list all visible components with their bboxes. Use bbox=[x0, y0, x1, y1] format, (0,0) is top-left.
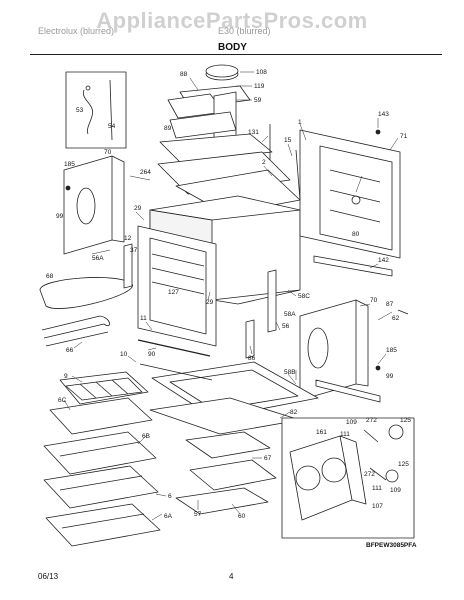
callout-99-right: 99 bbox=[386, 373, 394, 380]
callout-70-left: 70 bbox=[104, 149, 112, 156]
callout-29-top: 29 bbox=[134, 205, 142, 212]
rear-panel bbox=[299, 129, 401, 259]
convection-fan-inset bbox=[281, 417, 415, 539]
callout-272-top: 272 bbox=[366, 417, 377, 424]
callout-272-bottom: 272 bbox=[364, 471, 375, 478]
callout-142: 142 bbox=[378, 257, 389, 264]
callout-56: 56 bbox=[282, 323, 290, 330]
callout-58C: 58C bbox=[298, 293, 310, 300]
callout-6B: 6B bbox=[142, 433, 150, 440]
callout-6C: 6C bbox=[58, 397, 67, 404]
callout-90: 90 bbox=[148, 351, 156, 358]
callout-111-bottom: 111 bbox=[372, 485, 382, 492]
callout-82: 82 bbox=[290, 409, 298, 416]
leader-lines bbox=[63, 71, 399, 521]
callout-58B: 58B bbox=[284, 369, 296, 376]
callout-161: 161 bbox=[316, 429, 327, 436]
callout-62: 62 bbox=[392, 315, 400, 322]
callout-58A: 58A bbox=[284, 311, 296, 318]
front-frame bbox=[137, 225, 217, 347]
footer-date: 06/13 bbox=[38, 572, 59, 581]
section-title: BODY bbox=[218, 42, 247, 53]
callout-labels: 108 88 119 59 53 54 89 131 143 71 1 15 2… bbox=[46, 69, 411, 520]
callout-67: 67 bbox=[264, 455, 272, 462]
callout-11: 11 bbox=[140, 315, 147, 322]
callout-12: 12 bbox=[124, 235, 132, 242]
callout-66: 66 bbox=[66, 347, 74, 354]
callout-109-top: 109 bbox=[346, 419, 357, 426]
callout-6: 6 bbox=[168, 493, 172, 500]
left-side-panel bbox=[63, 155, 125, 255]
callout-15: 15 bbox=[284, 137, 292, 144]
callout-56A: 56A bbox=[92, 255, 104, 262]
misc-brackets bbox=[65, 124, 409, 403]
callout-127: 127 bbox=[168, 289, 179, 296]
callout-54: 54 bbox=[108, 123, 116, 130]
callout-143: 143 bbox=[378, 111, 389, 118]
callout-71: 71 bbox=[400, 133, 408, 140]
callout-87: 87 bbox=[386, 301, 394, 308]
wire-harness-inset bbox=[65, 71, 127, 149]
callout-111-top: 111 bbox=[340, 431, 350, 438]
broil-pan bbox=[59, 371, 149, 405]
callout-109-bottom: 109 bbox=[390, 487, 401, 494]
footer-page-number: 4 bbox=[229, 572, 234, 581]
callout-59: 59 bbox=[254, 97, 262, 104]
callout-185-right: 185 bbox=[386, 347, 397, 354]
callout-37: 37 bbox=[130, 247, 138, 254]
callout-107: 107 bbox=[372, 503, 383, 510]
callout-86: 86 bbox=[248, 355, 256, 362]
callout-70-right: 70 bbox=[370, 297, 378, 304]
callout-264: 264 bbox=[140, 169, 151, 176]
callout-1: 1 bbox=[298, 119, 302, 126]
header-rule bbox=[30, 54, 442, 55]
callout-108: 108 bbox=[256, 69, 267, 76]
callout-119: 119 bbox=[254, 83, 265, 90]
callout-6A: 6A bbox=[164, 513, 173, 520]
callout-68: 68 bbox=[46, 273, 54, 280]
diagram-code: BFPEW3085PFA bbox=[366, 542, 417, 549]
callout-125-top: 125 bbox=[400, 417, 411, 424]
callout-10: 10 bbox=[120, 351, 128, 358]
callout-53: 53 bbox=[76, 107, 84, 114]
callout-2: 2 bbox=[262, 159, 266, 166]
header-model-text: Electrolux (blurred) bbox=[38, 26, 115, 36]
callout-9: 9 bbox=[64, 373, 68, 380]
callout-99-top: 99 bbox=[56, 213, 64, 220]
callout-57: 57 bbox=[194, 511, 202, 518]
oven-racks bbox=[43, 397, 161, 547]
watermark: AppliancePartsPros.com bbox=[96, 8, 368, 33]
bake-element bbox=[39, 277, 133, 347]
callout-88: 88 bbox=[180, 71, 188, 78]
callout-185-left: 185 bbox=[64, 161, 75, 168]
callout-29-bottom: 29 bbox=[206, 299, 214, 306]
callout-125-bottom: 125 bbox=[398, 461, 409, 468]
callout-80: 80 bbox=[352, 231, 360, 238]
header-model-number: E30 (blurred) bbox=[218, 26, 271, 36]
right-side-panel bbox=[299, 299, 369, 401]
callout-60: 60 bbox=[238, 513, 246, 520]
lower-element-housing bbox=[175, 431, 277, 515]
callout-131: 131 bbox=[248, 129, 259, 136]
callout-89: 89 bbox=[164, 125, 172, 132]
